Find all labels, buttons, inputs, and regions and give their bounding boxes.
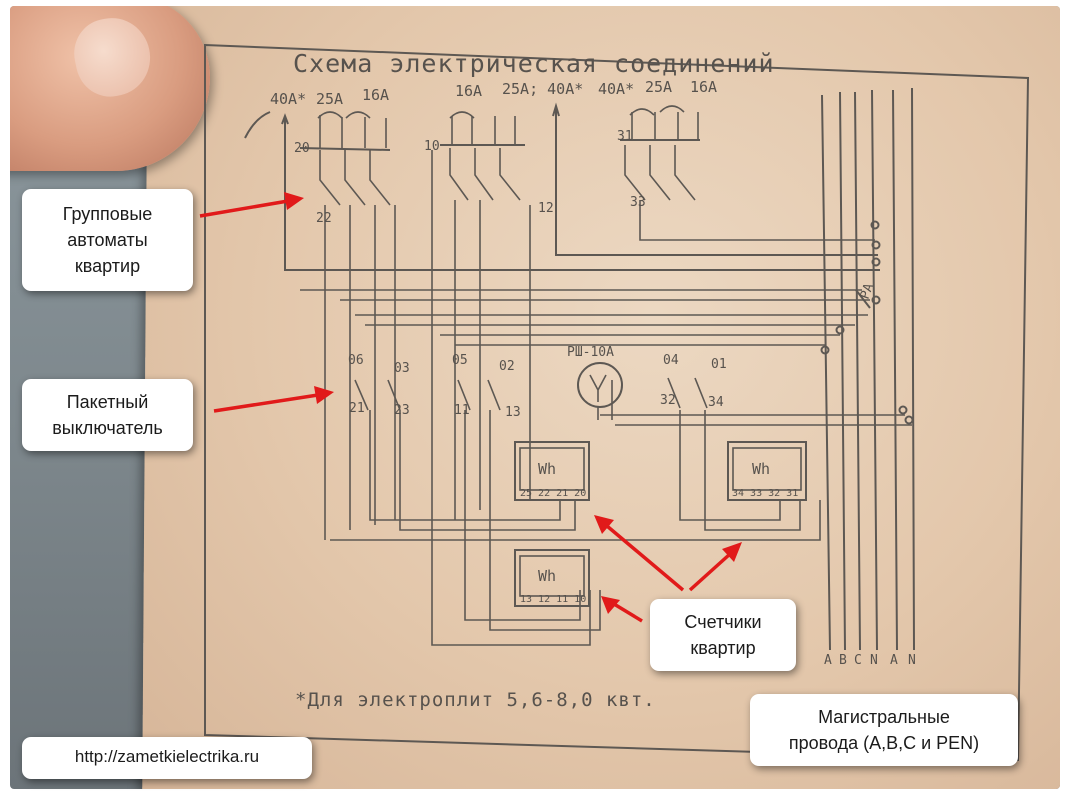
website-url: http://zametkielectrika.ru bbox=[74, 747, 260, 766]
meter-terminals: 34 33 32 31 bbox=[732, 488, 798, 499]
callout-line: Пакетный bbox=[66, 392, 149, 412]
thumb-image bbox=[10, 6, 210, 171]
distribution-switch: РШ-10А bbox=[567, 345, 623, 420]
arrow-group-breakers bbox=[199, 199, 289, 218]
node-label: 03 bbox=[394, 361, 410, 376]
meter-symbol: Wh bbox=[538, 460, 556, 478]
diagram-footnote: *Для электроплит 5,6-8,0 квт. bbox=[295, 689, 656, 711]
meter-3: Wh 13 12 11 10 bbox=[514, 549, 590, 607]
callout-line: Счетчики bbox=[684, 612, 762, 632]
breaker-group-2 bbox=[431, 102, 878, 646]
arrow-packet-switch bbox=[213, 393, 319, 413]
node-label: 32 bbox=[660, 393, 676, 408]
node-label: 12 bbox=[538, 201, 554, 216]
callout-line: Групповые bbox=[62, 204, 153, 224]
meter-1: Wh 25 22 21 20 bbox=[514, 441, 590, 501]
rating-label: 16А bbox=[690, 78, 717, 96]
node-label: 20 bbox=[294, 141, 310, 156]
bus-label: N bbox=[870, 653, 878, 668]
node-label: 34 bbox=[708, 395, 724, 410]
rating-labels: 40А* 25А 16А 16А 25А; 40А* 40А* 25А 16А bbox=[270, 78, 717, 108]
node-label: 23 bbox=[394, 403, 410, 418]
callout-line: провода (A,B,C и PEN) bbox=[788, 733, 980, 753]
website-label: http://zametkielectrika.ru bbox=[22, 737, 312, 779]
rating-label: 25А bbox=[645, 78, 672, 96]
bus-label: A bbox=[890, 653, 898, 668]
callout-group-breakers: Групповые автоматы квартир bbox=[22, 189, 193, 291]
callout-line: квартир bbox=[690, 638, 756, 658]
meter-terminals: 13 12 11 10 bbox=[520, 594, 586, 605]
arrow-meter-3 bbox=[613, 602, 643, 623]
rating-label: 40А* bbox=[598, 80, 634, 98]
arrow-meter-2 bbox=[688, 552, 732, 592]
rating-label: 16А bbox=[455, 82, 482, 100]
distribution-wiring bbox=[300, 289, 912, 631]
callout-line: Магистральные bbox=[818, 707, 950, 727]
arrowhead-icon bbox=[314, 386, 334, 404]
node-label: 31 bbox=[617, 129, 633, 144]
node-label: 11 bbox=[454, 403, 470, 418]
node-label: 33 bbox=[630, 195, 646, 210]
rating-label: 16А bbox=[362, 86, 389, 104]
bus-labels: A B C N A N bbox=[824, 653, 916, 668]
relay-label: РА bbox=[858, 281, 878, 301]
node-label: 13 bbox=[505, 405, 521, 420]
annotation-arrows bbox=[199, 192, 742, 623]
meter-terminals: 25 22 21 20 bbox=[520, 488, 586, 499]
callout-meters: Счетчики квартир bbox=[650, 599, 796, 671]
callout-mains: Магистральные провода (A,B,C и PEN) bbox=[750, 694, 1018, 766]
node-label: 05 bbox=[452, 353, 468, 368]
bus-label: N bbox=[908, 653, 916, 668]
meter-symbol: Wh bbox=[538, 567, 556, 585]
node-label: 10 bbox=[424, 139, 440, 154]
packet-switches bbox=[354, 377, 708, 411]
meter-2: Wh 34 33 32 31 bbox=[727, 441, 807, 501]
distribution-switch-label: РШ-10А bbox=[567, 345, 614, 360]
bus-label: C bbox=[854, 653, 862, 668]
callout-packet-switch: Пакетный выключатель bbox=[22, 379, 193, 451]
mains-bus bbox=[820, 87, 915, 651]
callout-line: автоматы bbox=[67, 230, 148, 250]
node-label: 04 bbox=[663, 353, 679, 368]
bus-label: A bbox=[824, 653, 832, 668]
arrow-meter-1 bbox=[605, 524, 685, 592]
meter-symbol: Wh bbox=[752, 460, 770, 478]
node-label: 22 bbox=[316, 211, 332, 226]
node-label: 06 bbox=[348, 353, 364, 368]
diagram-frame bbox=[204, 43, 1030, 762]
arrowhead-icon bbox=[601, 596, 620, 614]
rating-label: 40А* bbox=[270, 90, 306, 108]
arrowhead-icon bbox=[284, 192, 304, 210]
callout-line: квартир bbox=[74, 256, 141, 276]
node-labels: 20 22 10 12 31 33 06 03 21 23 05 02 11 1… bbox=[294, 129, 727, 420]
node-label: 21 bbox=[349, 401, 365, 416]
callout-line: выключатель bbox=[52, 418, 163, 438]
breaker-group-3 bbox=[620, 105, 875, 241]
arrowhead-icon bbox=[594, 515, 614, 534]
arrowhead-icon bbox=[722, 542, 742, 562]
bus-label: B bbox=[839, 653, 847, 668]
node-label: 02 bbox=[499, 359, 515, 374]
rating-label: 25А bbox=[316, 90, 343, 108]
rating-label: 25А; 40А* bbox=[502, 80, 583, 98]
diagram-title: Схема электрическая соединений bbox=[293, 49, 775, 78]
breaker-group-1 bbox=[244, 111, 880, 540]
node-label: 01 bbox=[711, 357, 727, 372]
